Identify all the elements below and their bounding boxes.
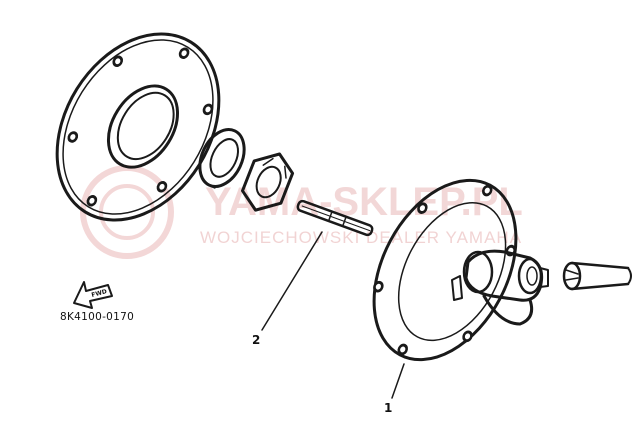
callout-1: 1 — [384, 363, 405, 415]
gasket-plate — [55, 32, 221, 222]
watermark-logo — [80, 165, 174, 259]
callout-2-number: 2 — [252, 333, 260, 347]
nut — [241, 152, 295, 212]
hub-flange-part-1 — [372, 178, 549, 362]
watermark-subtitle: WOJCIECHOWSKI DEALER YAMAHA — [200, 228, 522, 247]
fwd-arrow-label: FWD — [91, 288, 108, 299]
pin-part-2 — [296, 199, 374, 237]
washer — [198, 128, 246, 189]
fwd-arrow-icon: FWD — [73, 281, 113, 309]
callout-2: 2 — [252, 231, 323, 347]
shaft-end — [562, 261, 632, 291]
callout-1-number: 1 — [384, 401, 392, 415]
part-code: 8K4100-0170 — [60, 311, 134, 323]
